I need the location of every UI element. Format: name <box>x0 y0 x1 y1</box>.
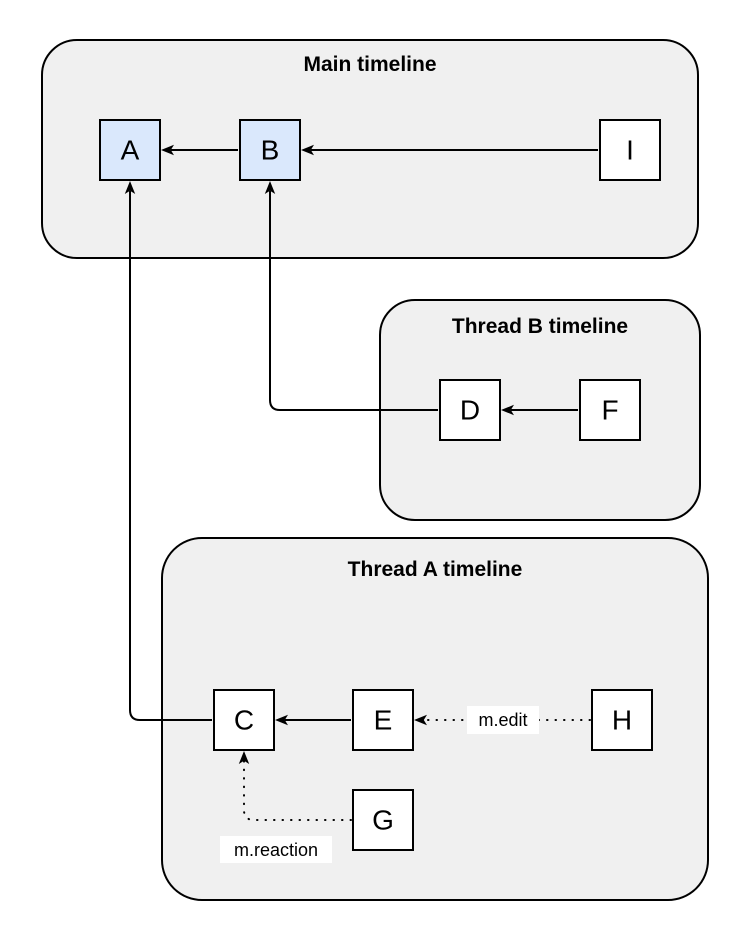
node-a-box <box>99 119 161 181</box>
node-d-box <box>439 379 501 441</box>
node-c-label: C <box>234 705 254 736</box>
node-d-label: D <box>460 395 480 426</box>
edge-label-m-edit-bg <box>467 706 539 734</box>
node-e-box <box>352 689 414 751</box>
node-b-label: B <box>261 135 280 166</box>
node-c: C <box>213 689 275 751</box>
edge-c-to-a <box>124 181 212 721</box>
node-i: I <box>599 119 661 181</box>
node-f: F <box>579 379 641 441</box>
node-h-box <box>591 689 653 751</box>
node-g: G <box>352 789 414 851</box>
node-a: A <box>99 119 161 181</box>
node-e-label: E <box>374 705 393 736</box>
main-timeline-title: Main timeline <box>303 53 436 76</box>
node-g-label: G <box>372 805 394 836</box>
node-i-box <box>599 119 661 181</box>
node-f-label: F <box>601 395 618 426</box>
thread-b-timeline-title: Thread B timeline <box>452 315 628 338</box>
node-a-label: A <box>121 135 140 166</box>
edge-label-m-reaction-bg <box>220 836 332 863</box>
node-h-label: H <box>612 705 632 736</box>
node-e: E <box>352 689 414 751</box>
edge-d-to-b <box>264 181 438 411</box>
edge-label-m-edit: m.edit <box>478 710 527 730</box>
node-g-box <box>352 789 414 851</box>
edge-label-m-reaction: m.reaction <box>234 840 318 860</box>
edge-label-m-edit-group: m.edit <box>467 706 539 734</box>
node-i-label: I <box>626 135 634 166</box>
node-d: D <box>439 379 501 441</box>
node-h: H <box>591 689 653 751</box>
edge-label-m-reaction-group: m.reaction <box>220 836 332 863</box>
node-c-box <box>213 689 275 751</box>
node-b-box <box>239 119 301 181</box>
thread-a-timeline-title: Thread A timeline <box>348 558 523 581</box>
node-f-box <box>579 379 641 441</box>
node-b: B <box>239 119 301 181</box>
